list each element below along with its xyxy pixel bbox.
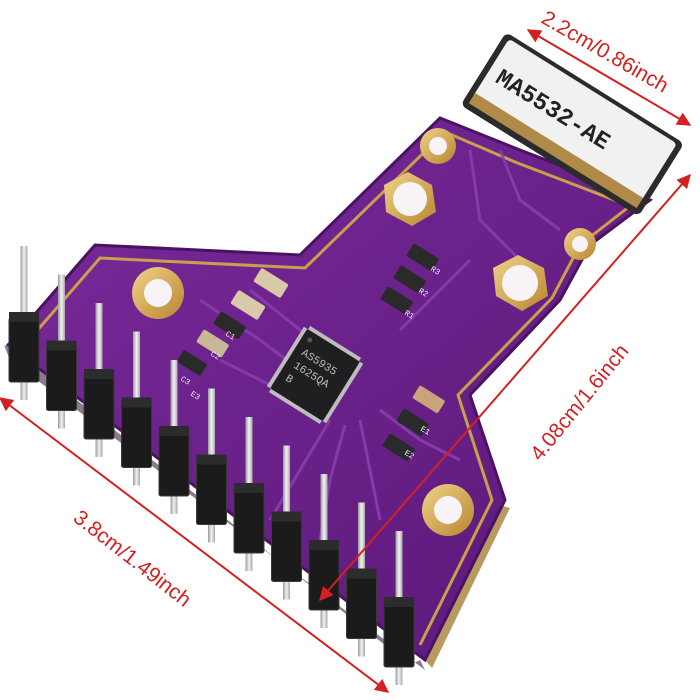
silk-c2: C2: [208, 350, 221, 363]
dimension-lines: [0, 29, 692, 693]
header-housing-top: [9, 312, 39, 322]
dimension-bottom-line: [0, 397, 390, 693]
header-housing-top: [196, 454, 227, 465]
dimension-right-label: 4.08cm/1.6inch: [526, 340, 634, 465]
header-housing-top: [384, 597, 414, 607]
header-housing: [308, 545, 340, 611]
silk-c3: C3: [178, 375, 191, 388]
dimension-bottom-label: 3.8cm/1.49inch: [69, 506, 195, 612]
header-housing: [121, 403, 152, 468]
header-pin-tail: [395, 665, 403, 685]
dimension-top-line: [526, 29, 692, 126]
header-housing-top: [84, 369, 114, 379]
header-pin-tail: [170, 494, 178, 514]
header-housing-top: [46, 340, 77, 351]
header-housing: [346, 574, 377, 639]
header-pin-tail: [208, 522, 215, 543]
header-pin-tail: [320, 608, 328, 628]
header-housing: [8, 317, 40, 383]
header-housing: [46, 346, 77, 411]
header-pin-tail: [95, 437, 103, 457]
header-housing-top: [234, 483, 264, 493]
header-pin-tail: [20, 380, 28, 400]
header-pin-tail: [283, 579, 290, 600]
header-housing-top: [271, 511, 302, 522]
header-pin-tail: [58, 408, 65, 429]
header-housing: [383, 602, 415, 668]
header-pin: [20, 246, 28, 326]
header-pin: [133, 331, 140, 412]
header-pin: [58, 274, 65, 355]
header-pin-tail: [245, 551, 253, 571]
header-pin: [95, 303, 103, 383]
header-housing: [83, 374, 115, 440]
header-housing-top: [159, 426, 189, 436]
silk-c1: C1: [223, 330, 236, 343]
header-housing-top: [346, 568, 377, 579]
header-housing: [271, 517, 302, 582]
header-housing: [158, 431, 190, 497]
header-housing: [196, 460, 227, 525]
header-pin-tail: [133, 465, 140, 486]
header-pin-tail: [358, 636, 365, 657]
header-housing-top: [121, 397, 152, 408]
header-housing: [233, 488, 265, 554]
header-housing-top: [309, 540, 339, 550]
